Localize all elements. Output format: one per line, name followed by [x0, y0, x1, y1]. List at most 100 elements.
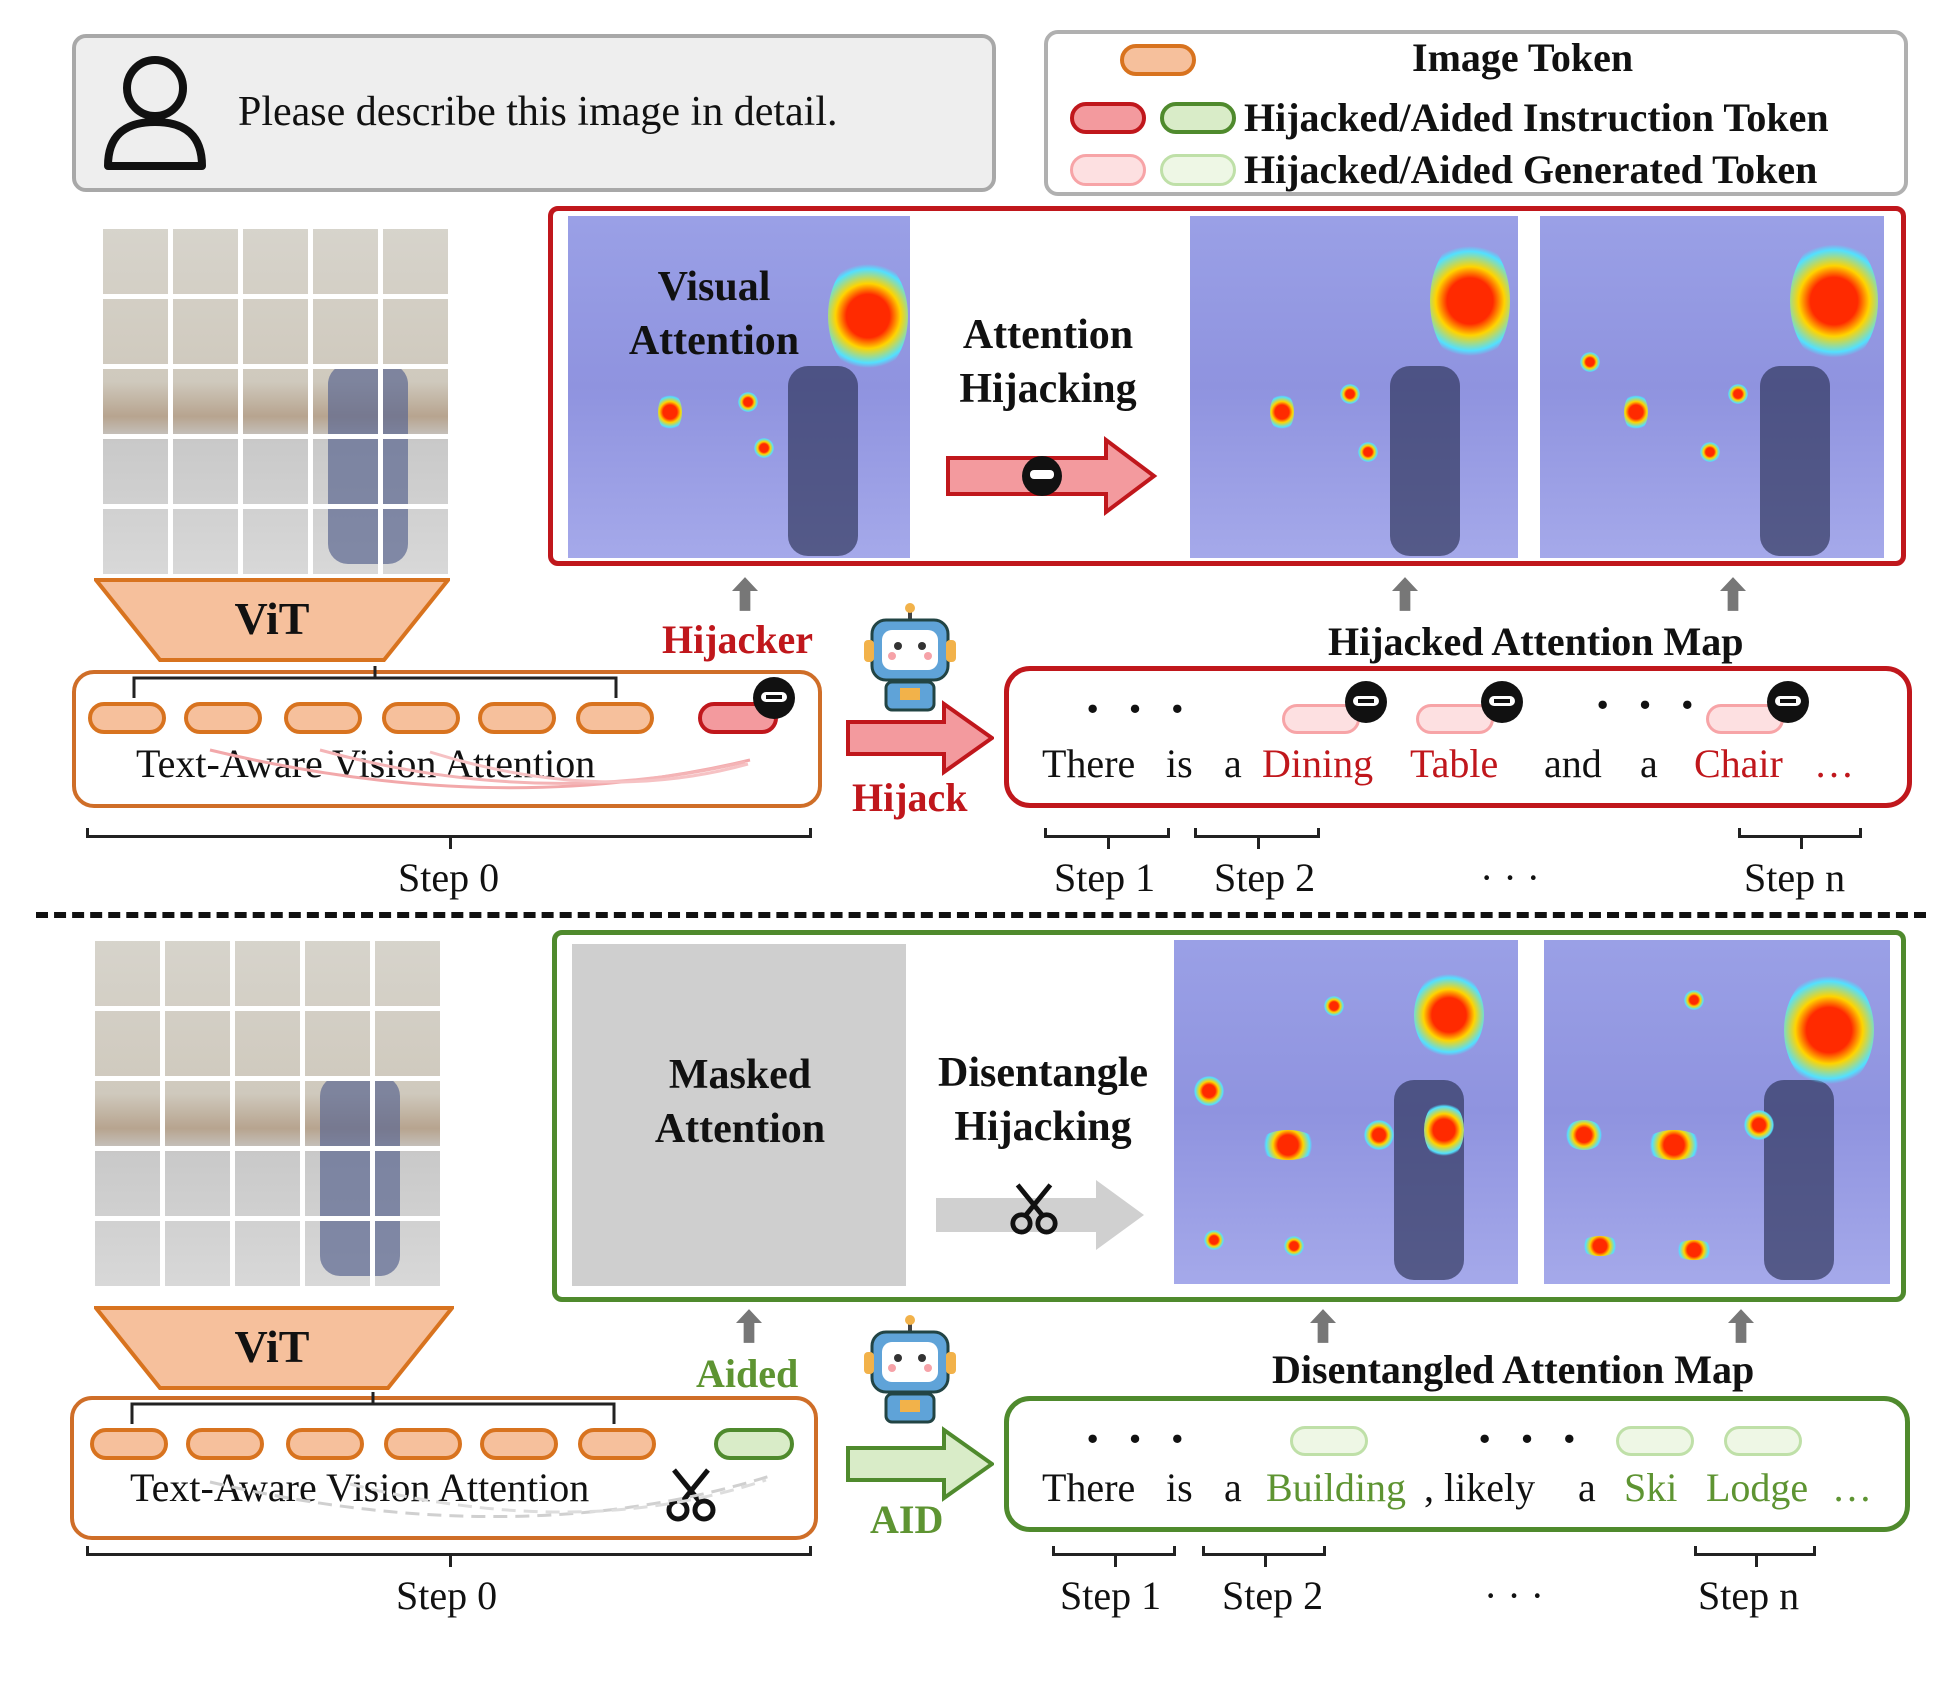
word-a: a: [1640, 741, 1658, 786]
prompt-text: Please describe this image in detail.: [238, 89, 838, 135]
robot-icon: [864, 603, 956, 712]
sequence-dots: · · ·: [1594, 677, 1703, 734]
legend-aided-instruction-swatch: [1160, 102, 1236, 134]
step-bracket: [86, 828, 812, 849]
disentangled-attention-map-title: Disentangled Attention Map: [1272, 1347, 1755, 1392]
hijack-arrow: [846, 700, 994, 776]
prompt-box: [72, 34, 996, 192]
text-aware-vision-attention-box: [70, 1396, 818, 1540]
image-token: [186, 1428, 264, 1460]
image-token: [478, 702, 556, 734]
ninja-mask-icon: [1481, 681, 1523, 723]
hijacked-word-table: Table: [1410, 741, 1499, 786]
step-0-label: Step 0: [398, 855, 500, 900]
attention-arcs: [209, 748, 751, 790]
disentangle-hijacking-caption: Disentangle Hijacking: [918, 1046, 1168, 1154]
image-token: [184, 702, 262, 734]
word-a: a: [1578, 1465, 1596, 1510]
attention-hijacking-caption: Attention Hijacking: [936, 308, 1160, 416]
aid-arrow: [846, 1426, 994, 1502]
generated-sequence-box: [1004, 1396, 1910, 1532]
image-token: [578, 1428, 656, 1460]
generated-sequence-box: [1004, 666, 1912, 808]
legend-hijacked-instruction-swatch: [1070, 102, 1146, 134]
attention-hijacking-line2: Hijacking: [959, 366, 1137, 412]
input-image-patches: [90, 936, 440, 1286]
step-n-label: Step n: [1744, 855, 1846, 900]
step-2-label: Step 2: [1214, 855, 1316, 900]
word-there: There: [1042, 741, 1136, 786]
input-image-patches: [98, 224, 448, 574]
word-there: There: [1042, 1465, 1136, 1510]
scissors-icon: [1010, 1183, 1058, 1235]
sequence-ellipsis: …: [1814, 741, 1854, 786]
token-bracket: [132, 666, 618, 698]
hijacked-word-chair: Chair: [1694, 741, 1783, 786]
image-token: [88, 702, 166, 734]
section-divider: [36, 912, 1926, 918]
up-arrow: [1728, 1309, 1754, 1343]
visual-attention-line1: Visual: [657, 264, 771, 310]
up-arrow: [1720, 577, 1746, 611]
step-1-label: Step 1: [1054, 855, 1156, 900]
aided-generated-token: [1724, 1426, 1802, 1456]
visual-attention-line2: Attention: [628, 318, 800, 364]
legend-hijacked-generated-swatch: [1070, 154, 1146, 186]
disentangled-attention-map-stepn: [1544, 940, 1890, 1284]
sequence-dots: · · ·: [1084, 1411, 1193, 1468]
sequence-ellipsis: …: [1832, 1465, 1872, 1510]
image-token: [382, 702, 460, 734]
step-bracket: [1202, 1546, 1326, 1567]
ninja-mask-icon: [753, 677, 795, 719]
vit-label: ViT: [234, 593, 310, 644]
sequence-dots: · · ·: [1476, 1411, 1585, 1468]
disentangle-hijacking-line2: Hijacking: [954, 1104, 1132, 1150]
image-token: [90, 1428, 168, 1460]
aided-word-building: Building: [1266, 1465, 1407, 1510]
aided-generated-token: [1616, 1426, 1694, 1456]
masked-attention-caption: Masked Attention: [618, 1048, 862, 1156]
up-arrow: [736, 1309, 762, 1343]
image-token: [576, 702, 654, 734]
scissors-icon: [666, 1468, 716, 1522]
aided-generated-token: [1290, 1426, 1368, 1456]
word-is: is: [1166, 741, 1193, 786]
step-bracket: [1738, 828, 1862, 849]
robot-icon: [864, 1315, 956, 1424]
hijacked-generated-token: [1416, 704, 1494, 734]
legend-instruction-token-label: Hijacked/Aided Instruction Token: [1244, 95, 1829, 140]
disentangled-attention-panel: [552, 930, 1906, 1302]
hijacked-attention-map-step2: [1190, 216, 1518, 558]
word-a: a: [1224, 1465, 1242, 1510]
masked-attention-arcs: [209, 1474, 771, 1518]
step-dots: · · ·: [1480, 855, 1540, 900]
hijacked-attention-panel: [548, 206, 1906, 566]
step-bracket: [86, 1546, 812, 1567]
step-2-label: Step 2: [1222, 1573, 1324, 1618]
visual-attention-map: [568, 216, 910, 558]
hijacking-arrow: [946, 436, 1158, 516]
hijacked-attention-map-stepn: [1540, 216, 1884, 558]
visual-attention-caption: Visual Attention: [604, 260, 824, 368]
image-token: [480, 1428, 558, 1460]
vit-encoder: [94, 578, 450, 662]
step-bracket: [1194, 828, 1320, 849]
word-is: is: [1166, 1465, 1193, 1510]
aided-instruction-token: [714, 1428, 794, 1460]
step-1-label: Step 1: [1060, 1573, 1162, 1618]
masked-attention-line1: Masked: [668, 1052, 812, 1098]
hijack-label: Hijack: [852, 775, 968, 820]
ninja-mask-icon: [1345, 681, 1387, 723]
disentangled-attention-map-step2: [1174, 940, 1518, 1284]
sequence-dots: · · ·: [1084, 681, 1193, 738]
image-token: [284, 702, 362, 734]
legend-image-token-label: Image Token: [1412, 35, 1634, 80]
aided-label: Aided: [696, 1351, 799, 1396]
aided-word-ski: Ski: [1624, 1465, 1678, 1510]
user-icon: [104, 56, 206, 170]
word-and: and: [1544, 741, 1602, 786]
step-bracket: [1044, 828, 1170, 849]
vit-encoder: [94, 1306, 454, 1390]
image-token: [286, 1428, 364, 1460]
vit-label: ViT: [234, 1321, 310, 1372]
